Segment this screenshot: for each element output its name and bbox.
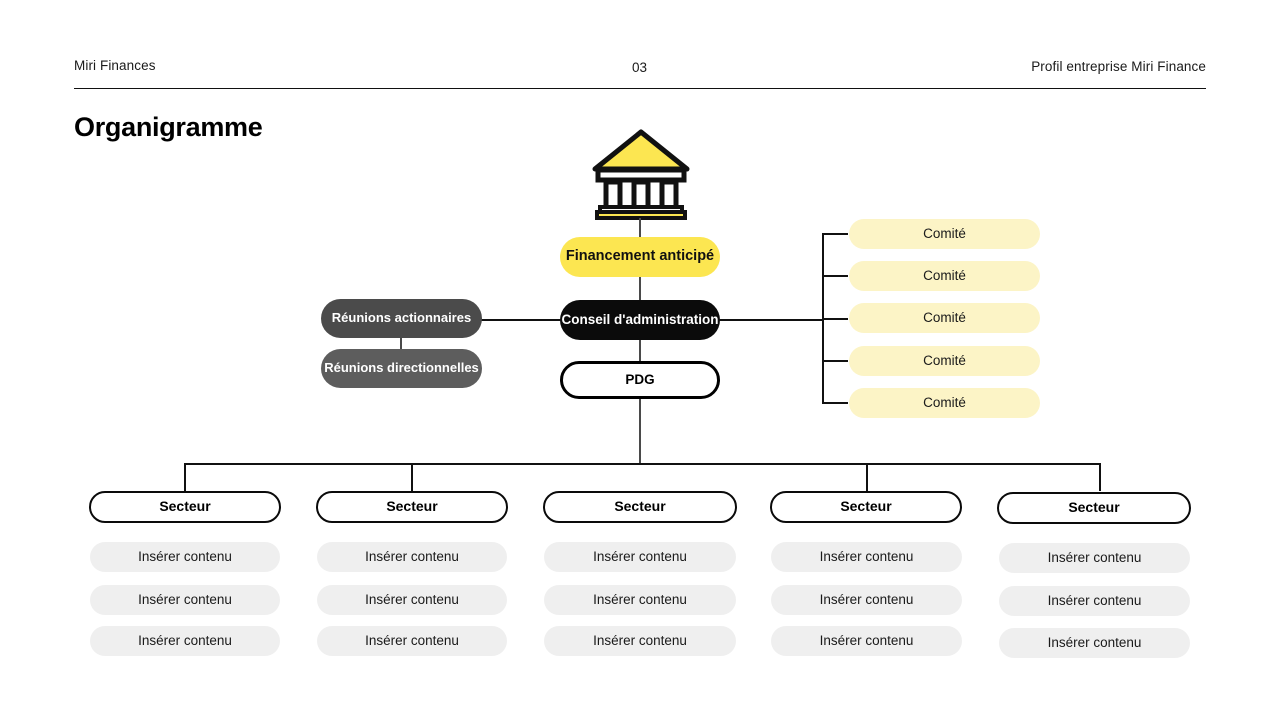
sector-item-label: Insérer contenu: [819, 591, 914, 607]
sector-label: Secteur: [614, 498, 666, 515]
connector-bank-to-funding: [639, 218, 641, 240]
sector-item-label: Insérer contenu: [365, 591, 459, 607]
bank-icon: [592, 128, 690, 220]
node-reunions-actionnaires[interactable]: Réunions actionnaires: [321, 299, 482, 338]
node-label: Comité: [923, 394, 966, 410]
committee-bracket-stub: [822, 360, 848, 362]
node-label: Financement anticipé: [565, 248, 715, 265]
sector-item-label: Insérer contenu: [138, 591, 232, 607]
sector-item[interactable]: Insérer contenu: [544, 585, 736, 615]
connector-board-to-ceo: [639, 338, 641, 362]
header-left-label: Miri Finances: [74, 58, 156, 73]
node-label: Réunions directionnelles: [324, 360, 479, 376]
sector-header[interactable]: Secteur: [770, 491, 962, 523]
committee-bracket-stub: [822, 402, 848, 404]
connector-ceo-to-bus: [639, 398, 641, 464]
sector-item[interactable]: Insérer contenu: [999, 628, 1190, 658]
node-pdg[interactable]: PDG: [560, 361, 720, 399]
sector-header[interactable]: Secteur: [316, 491, 508, 523]
sector-item[interactable]: Insérer contenu: [771, 542, 962, 572]
node-label: Comité: [923, 309, 966, 325]
node-comite[interactable]: Comité: [849, 388, 1040, 418]
sector-item-label: Insérer contenu: [138, 548, 232, 564]
node-comite[interactable]: Comité: [849, 219, 1040, 249]
sector-drop-line: [184, 463, 186, 491]
connector-left-to-board: [478, 319, 562, 321]
sector-header[interactable]: Secteur: [997, 492, 1191, 524]
sector-item-label: Insérer contenu: [365, 548, 459, 564]
committee-bracket-stub: [822, 233, 848, 235]
sector-item[interactable]: Insérer contenu: [771, 626, 962, 656]
sector-drop-line: [411, 463, 413, 491]
sector-item[interactable]: Insérer contenu: [317, 626, 507, 656]
node-reunions-directionnelles[interactable]: Réunions directionnelles: [321, 349, 482, 388]
node-comite[interactable]: Comité: [849, 261, 1040, 291]
page-title: Organigramme: [74, 112, 263, 142]
node-comite[interactable]: Comité: [849, 303, 1040, 333]
sector-item[interactable]: Insérer contenu: [90, 585, 280, 615]
sector-item-label: Insérer contenu: [593, 632, 687, 648]
sector-header[interactable]: Secteur: [89, 491, 281, 523]
sector-item-label: Insérer contenu: [819, 632, 914, 648]
sector-drop-line: [1099, 463, 1101, 491]
sector-item[interactable]: Insérer contenu: [999, 586, 1190, 616]
header-right-label: Profil entreprise Miri Finance: [1031, 59, 1206, 74]
node-comite[interactable]: Comité: [849, 346, 1040, 376]
node-label: Réunions actionnaires: [331, 310, 472, 326]
sector-label: Secteur: [1068, 499, 1120, 516]
connector-board-to-committees: [718, 319, 824, 321]
sector-item[interactable]: Insérer contenu: [999, 543, 1190, 573]
sector-item[interactable]: Insérer contenu: [544, 542, 736, 572]
sector-item-label: Insérer contenu: [593, 591, 687, 607]
sector-item-label: Insérer contenu: [1047, 549, 1142, 565]
sector-item[interactable]: Insérer contenu: [90, 626, 280, 656]
sector-item[interactable]: Insérer contenu: [544, 626, 736, 656]
sector-item-label: Insérer contenu: [819, 548, 914, 564]
sector-item-label: Insérer contenu: [1047, 634, 1142, 650]
sector-item-label: Insérer contenu: [138, 632, 232, 648]
page-number: 03: [632, 60, 648, 75]
sector-item[interactable]: Insérer contenu: [90, 542, 280, 572]
node-conseil-administration[interactable]: Conseil d'administration: [560, 300, 720, 340]
sector-label: Secteur: [159, 498, 211, 515]
sector-label: Secteur: [840, 498, 892, 515]
sector-item[interactable]: Insérer contenu: [317, 542, 507, 572]
sector-drop-line: [866, 463, 868, 491]
connector-funding-to-board: [639, 276, 641, 302]
node-label: PDG: [625, 371, 655, 387]
node-financement-anticipe[interactable]: Financement anticipé: [560, 237, 720, 277]
node-label: Comité: [923, 225, 966, 241]
header-divider: [74, 88, 1206, 90]
node-label: Conseil d'administration: [561, 311, 719, 327]
sector-item-label: Insérer contenu: [365, 632, 459, 648]
connector-between-left-nodes: [400, 338, 402, 353]
node-label: Comité: [923, 352, 966, 368]
node-label: Comité: [923, 267, 966, 283]
sector-header[interactable]: Secteur: [543, 491, 737, 523]
committee-bracket-stub: [822, 318, 848, 320]
sector-bus-line: [184, 463, 1101, 465]
sector-item[interactable]: Insérer contenu: [317, 585, 507, 615]
sector-item-label: Insérer contenu: [593, 548, 687, 564]
sector-label: Secteur: [386, 498, 438, 515]
sector-item-label: Insérer contenu: [1047, 592, 1142, 608]
committee-bracket-stub: [822, 275, 848, 277]
sector-item[interactable]: Insérer contenu: [771, 585, 962, 615]
